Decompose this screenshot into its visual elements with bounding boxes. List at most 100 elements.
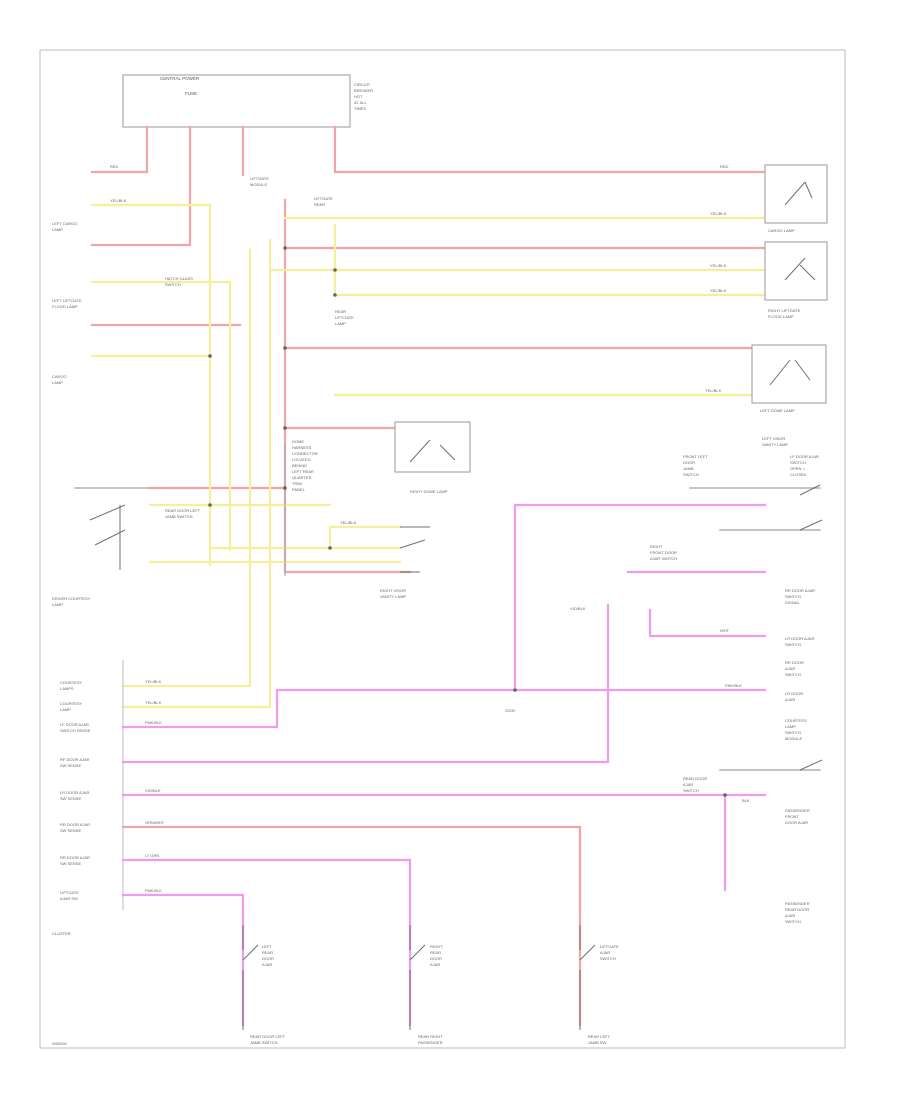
svg-text:REAR DOOR: REAR DOOR xyxy=(683,776,707,781)
svg-text:LEFT DOME LAMP: LEFT DOME LAMP xyxy=(760,408,795,413)
wire-tags: RED RED YEL/BLK YEL/BLK YEL/BLK YEL/BLK … xyxy=(110,164,750,893)
svg-text:SW SENSE: SW SENSE xyxy=(60,861,81,866)
svg-text:RIGHT: RIGHT xyxy=(430,944,443,949)
svg-text:PANEL: PANEL xyxy=(292,487,306,492)
svg-text:BEHIND: BEHIND xyxy=(292,463,307,468)
svg-text:COURTESY: COURTESY xyxy=(60,701,82,706)
svg-text:AT ALL: AT ALL xyxy=(354,100,368,105)
svg-text:SW SENSE: SW SENSE xyxy=(60,828,81,833)
fuse-box-title: CENTRAL POWER xyxy=(160,76,200,81)
driver-courtesy-switch xyxy=(89,504,126,570)
svg-text:SW SENSE: SW SENSE xyxy=(60,796,81,801)
svg-text:LIFTGATE: LIFTGATE xyxy=(314,196,333,201)
svg-text:REAR LEFT: REAR LEFT xyxy=(588,1034,611,1039)
svg-text:REAR: REAR xyxy=(262,950,273,955)
svg-text:LR DOOR AJAR: LR DOOR AJAR xyxy=(60,790,89,795)
svg-text:VANITY LAMP: VANITY LAMP xyxy=(762,442,788,447)
svg-text:LAMP: LAMP xyxy=(52,380,63,385)
svg-text:AJAR: AJAR xyxy=(430,962,440,967)
svg-text:CLUSTER: CLUSTER xyxy=(52,931,71,936)
svg-text:JAMB SW: JAMB SW xyxy=(588,1040,606,1045)
svg-text:LEFT LIFTGATE: LEFT LIFTGATE xyxy=(52,298,82,303)
svg-text:LIFTGATE: LIFTGATE xyxy=(335,315,354,320)
svg-text:FRONT LEFT: FRONT LEFT xyxy=(683,454,708,459)
svg-text:RIGHT DOME LAMP: RIGHT DOME LAMP xyxy=(410,489,448,494)
svg-text:SWITCH: SWITCH xyxy=(683,472,699,477)
svg-text:TRIM: TRIM xyxy=(292,481,302,486)
left-cargo-lamp-unit: CARGO LAMP xyxy=(764,164,828,233)
svg-text:LR DOOR AJAR: LR DOOR AJAR xyxy=(785,636,814,641)
svg-text:SIGNAL: SIGNAL xyxy=(785,600,800,605)
svg-text:YEL/BLK: YEL/BLK xyxy=(340,520,357,525)
svg-text:COURTESY: COURTESY xyxy=(785,718,807,723)
svg-text:SWITCH: SWITCH xyxy=(785,730,801,735)
svg-text:WHT: WHT xyxy=(720,628,730,633)
svg-text:CLOSED: CLOSED xyxy=(790,472,807,477)
svg-text:HOT: HOT xyxy=(354,94,363,99)
svg-text:QUARTER: QUARTER xyxy=(292,475,312,480)
svg-text:LF DOOR AJAR: LF DOOR AJAR xyxy=(60,722,89,727)
svg-text:TIMES: TIMES xyxy=(354,106,367,111)
svg-text:AJAR: AJAR xyxy=(785,666,795,671)
red-power-wires xyxy=(90,125,767,1027)
svg-text:MODULE: MODULE xyxy=(785,736,802,741)
svg-text:DOOR: DOOR xyxy=(262,956,274,961)
svg-text:AJAR: AJAR xyxy=(785,913,795,918)
svg-text:PASSENGER: PASSENGER xyxy=(418,1040,443,1045)
svg-text:VANITY LAMP: VANITY LAMP xyxy=(380,594,406,599)
right-door-switches: LEFT VISOR VANITY LAMP FRONT LEFT DOOR J… xyxy=(650,436,823,924)
svg-text:PNK/BLK: PNK/BLK xyxy=(145,720,162,725)
svg-text:AJAR SW: AJAR SW xyxy=(60,896,78,901)
svg-text:JAMB SWITCH: JAMB SWITCH xyxy=(250,1040,278,1045)
svg-text:OPEN =: OPEN = xyxy=(790,466,805,471)
svg-text:LAMP: LAMP xyxy=(335,321,346,326)
svg-text:LEFT VISOR: LEFT VISOR xyxy=(762,436,785,441)
cluster-module: COURTESY LAMPS COURTESY LAMP LF DOOR AJA… xyxy=(60,660,124,910)
svg-text:DOME: DOME xyxy=(292,439,304,444)
svg-text:YEL/BLK: YEL/BLK xyxy=(710,263,727,268)
svg-text:RR DOOR: RR DOOR xyxy=(785,660,804,665)
pink-wires xyxy=(121,503,767,1027)
svg-text:BREAKER: BREAKER xyxy=(354,88,373,93)
svg-text:RR DOOR AJAR: RR DOOR AJAR xyxy=(60,822,90,827)
svg-text:RIGHT LIFTGATE: RIGHT LIFTGATE xyxy=(768,308,801,313)
svg-text:LAMPS: LAMPS xyxy=(60,686,74,691)
svg-text:SWITCH: SWITCH xyxy=(785,919,801,924)
svg-text:HATCH GLASS: HATCH GLASS xyxy=(165,276,193,281)
svg-text:AJAR SWITCH: AJAR SWITCH xyxy=(650,556,677,561)
diagram-frame xyxy=(39,49,846,1049)
svg-text:YEL/BLK: YEL/BLK xyxy=(145,700,162,705)
svg-text:LF DOOR AJAR: LF DOOR AJAR xyxy=(790,454,819,459)
svg-text:PNK/BLK: PNK/BLK xyxy=(725,683,742,688)
svg-text:RR DOOR AJAR: RR DOOR AJAR xyxy=(60,855,90,860)
svg-text:LAMP: LAMP xyxy=(785,724,796,729)
svg-text:JAMB SWITCH: JAMB SWITCH xyxy=(165,514,193,519)
black-wires xyxy=(74,444,821,771)
svg-text:DOOR: DOOR xyxy=(683,460,695,465)
svg-text:PASSENGER: PASSENGER xyxy=(785,808,810,813)
svg-text:REAR: REAR xyxy=(430,950,441,955)
svg-text:YEL/BLK: YEL/BLK xyxy=(110,198,127,203)
svg-text:REAR DOOR LEFT: REAR DOOR LEFT xyxy=(250,1034,286,1039)
junction-dots xyxy=(208,246,727,797)
svg-text:AJAR: AJAR xyxy=(262,962,272,967)
svg-text:SWITCH: SWITCH xyxy=(785,672,801,677)
svg-text:REAR DOOR LEFT: REAR DOOR LEFT xyxy=(165,508,201,513)
svg-text:SWITCH: SWITCH xyxy=(165,282,181,287)
bottom-door-switches: LEFT REAR DOOR AJAR RIGHT REAR DOOR AJAR… xyxy=(242,925,619,1045)
svg-text:FRONT DOOR: FRONT DOOR xyxy=(650,550,677,555)
svg-text:RED: RED xyxy=(720,164,729,169)
svg-text:DRIVER COURTESY: DRIVER COURTESY xyxy=(52,596,91,601)
fuse-box: CENTRAL POWER FUSE CIRCUIT BREAKER HOT A… xyxy=(122,74,373,128)
right-dome-lamp-unit: RIGHT DOME LAMP xyxy=(394,421,471,494)
svg-text:YEL/BLK: YEL/BLK xyxy=(705,388,722,393)
left-labels: LEFT CARGO LAMP LEFT LIFTGATE FLOOD LAMP… xyxy=(52,176,516,1046)
svg-text:LAMP: LAMP xyxy=(60,707,71,712)
svg-text:GRN/WHT: GRN/WHT xyxy=(145,820,165,825)
svg-text:LAMP: LAMP xyxy=(52,602,63,607)
svg-text:SWITCH: SWITCH xyxy=(785,642,801,647)
svg-text:RF DOOR AJAR: RF DOOR AJAR xyxy=(60,757,90,762)
svg-text:DOOR: DOOR xyxy=(430,956,442,961)
svg-text:AJAR: AJAR xyxy=(600,950,610,955)
